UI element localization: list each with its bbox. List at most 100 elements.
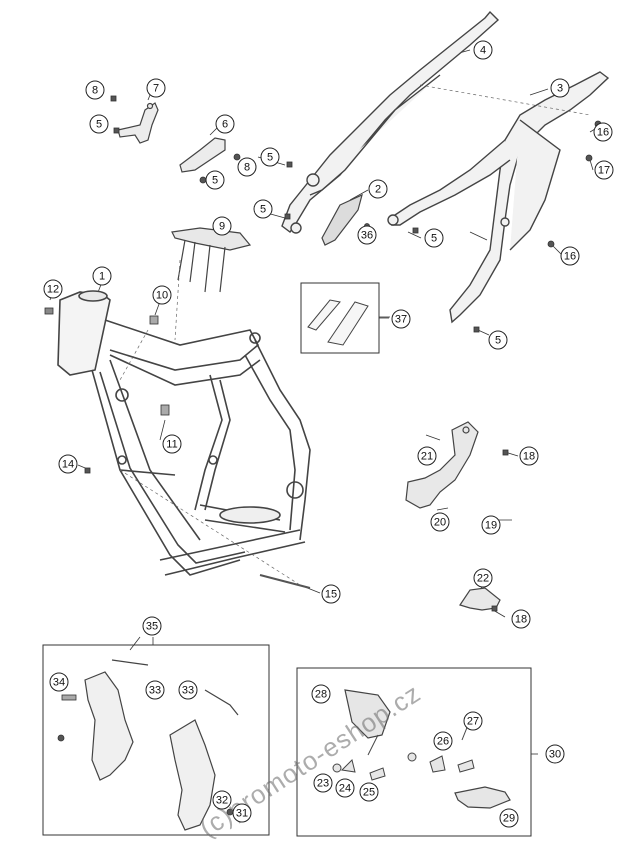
callout-label: 7: [153, 83, 159, 95]
callout-label: 5: [96, 119, 102, 131]
callout-label: 33: [149, 685, 161, 697]
callout-5: 5: [253, 199, 273, 219]
callout-35: 35: [142, 616, 162, 636]
callout-27: 27: [463, 711, 483, 731]
callout-circle: [463, 711, 483, 731]
callout-circle: [321, 584, 341, 604]
callout-circle: [85, 80, 105, 100]
callout-label: 1: [99, 271, 105, 283]
callout-circle: [205, 170, 225, 190]
callout-label: 16: [597, 127, 609, 139]
callout-5: 5: [205, 170, 225, 190]
callout-circle: [145, 680, 165, 700]
footrest-small-parts: [332, 719, 475, 781]
bracket-small-mid: [179, 137, 226, 173]
callout-label: 5: [267, 152, 273, 164]
callout-15: 15: [321, 584, 341, 604]
guard-bracket: [459, 587, 501, 611]
callout-circle: [146, 78, 166, 98]
callout-5: 5: [89, 114, 109, 134]
callout-circle: [417, 446, 437, 466]
callout-33: 33: [145, 680, 165, 700]
callout-24: 24: [335, 778, 355, 798]
callout-circle: [212, 216, 232, 236]
callout-31: 31: [232, 803, 252, 823]
callout-1: 1: [92, 266, 112, 286]
callout-label: 31: [236, 808, 248, 820]
callout-6: 6: [215, 114, 235, 134]
callout-circle: [368, 179, 388, 199]
callout-circle: [152, 285, 172, 305]
callout-circle: [430, 512, 450, 532]
callout-label: 18: [515, 614, 527, 626]
callout-label: 15: [325, 589, 337, 601]
callout-5: 5: [424, 228, 444, 248]
fasteners: [44, 95, 602, 816]
decal-pair: [307, 299, 369, 346]
callout-circle: [212, 790, 232, 810]
subframe-upper-rail: [281, 10, 500, 234]
callout-label: 12: [47, 284, 59, 296]
callout-label: 5: [212, 175, 218, 187]
callout-circle: [162, 434, 182, 454]
callout-circle: [253, 199, 273, 219]
callout-circle: [391, 309, 411, 329]
callout-20: 20: [430, 512, 450, 532]
callout-4: 4: [473, 40, 493, 60]
callout-circle: [58, 454, 78, 474]
callout-circle: [260, 147, 280, 167]
callout-circle: [488, 330, 508, 350]
footrest-left: [344, 689, 391, 739]
callout-34: 34: [49, 672, 69, 692]
callout-label: 16: [564, 251, 576, 263]
callout-circle: [178, 680, 198, 700]
callout-37: 37: [391, 309, 411, 329]
callout-label: 14: [62, 459, 74, 471]
callout-10: 10: [152, 285, 172, 305]
callout-label: 2: [375, 184, 381, 196]
callout-25: 25: [359, 782, 379, 802]
callout-circle: [359, 782, 379, 802]
plate-with-straps: [171, 227, 252, 293]
callout-33: 33: [178, 680, 198, 700]
callout-label: 4: [480, 45, 486, 57]
callout-21: 21: [417, 446, 437, 466]
callout-28: 28: [311, 684, 331, 704]
callout-label: 30: [549, 749, 561, 761]
callout-circle: [545, 744, 565, 764]
callout-label: 25: [363, 787, 375, 799]
callout-circle: [311, 684, 331, 704]
callout-label: 36: [361, 230, 373, 242]
kit-box-footrests: [296, 667, 532, 837]
callout-label: 35: [146, 621, 158, 633]
callout-16: 16: [593, 122, 613, 142]
callout-circle: [433, 731, 453, 751]
callout-7: 7: [146, 78, 166, 98]
callout-label: 32: [216, 795, 228, 807]
callout-group: 1234555555678891011121415161617181819202…: [43, 40, 614, 828]
callout-label: 8: [92, 85, 98, 97]
subframe-side-rail: [387, 71, 610, 324]
callout-16: 16: [560, 246, 580, 266]
callout-circle: [511, 609, 531, 629]
callout-8: 8: [237, 157, 257, 177]
callout-circle: [215, 114, 235, 134]
callout-label: 33: [182, 685, 194, 697]
callout-label: 3: [557, 83, 563, 95]
callout-label: 18: [523, 451, 535, 463]
callout-circle: [49, 672, 69, 692]
callout-circle: [560, 246, 580, 266]
callout-circle: [335, 778, 355, 798]
frame-protector-right: [169, 719, 216, 831]
callout-label: 5: [431, 233, 437, 245]
callout-36: 36: [357, 225, 377, 245]
callout-label: 10: [156, 290, 168, 302]
callout-label: 22: [477, 573, 489, 585]
callout-circle: [92, 266, 112, 286]
callout-22: 22: [473, 568, 493, 588]
callout-18: 18: [519, 446, 539, 466]
callout-30: 30: [545, 744, 565, 764]
frame-protector-left: [84, 671, 134, 781]
callout-circle: [481, 515, 501, 535]
